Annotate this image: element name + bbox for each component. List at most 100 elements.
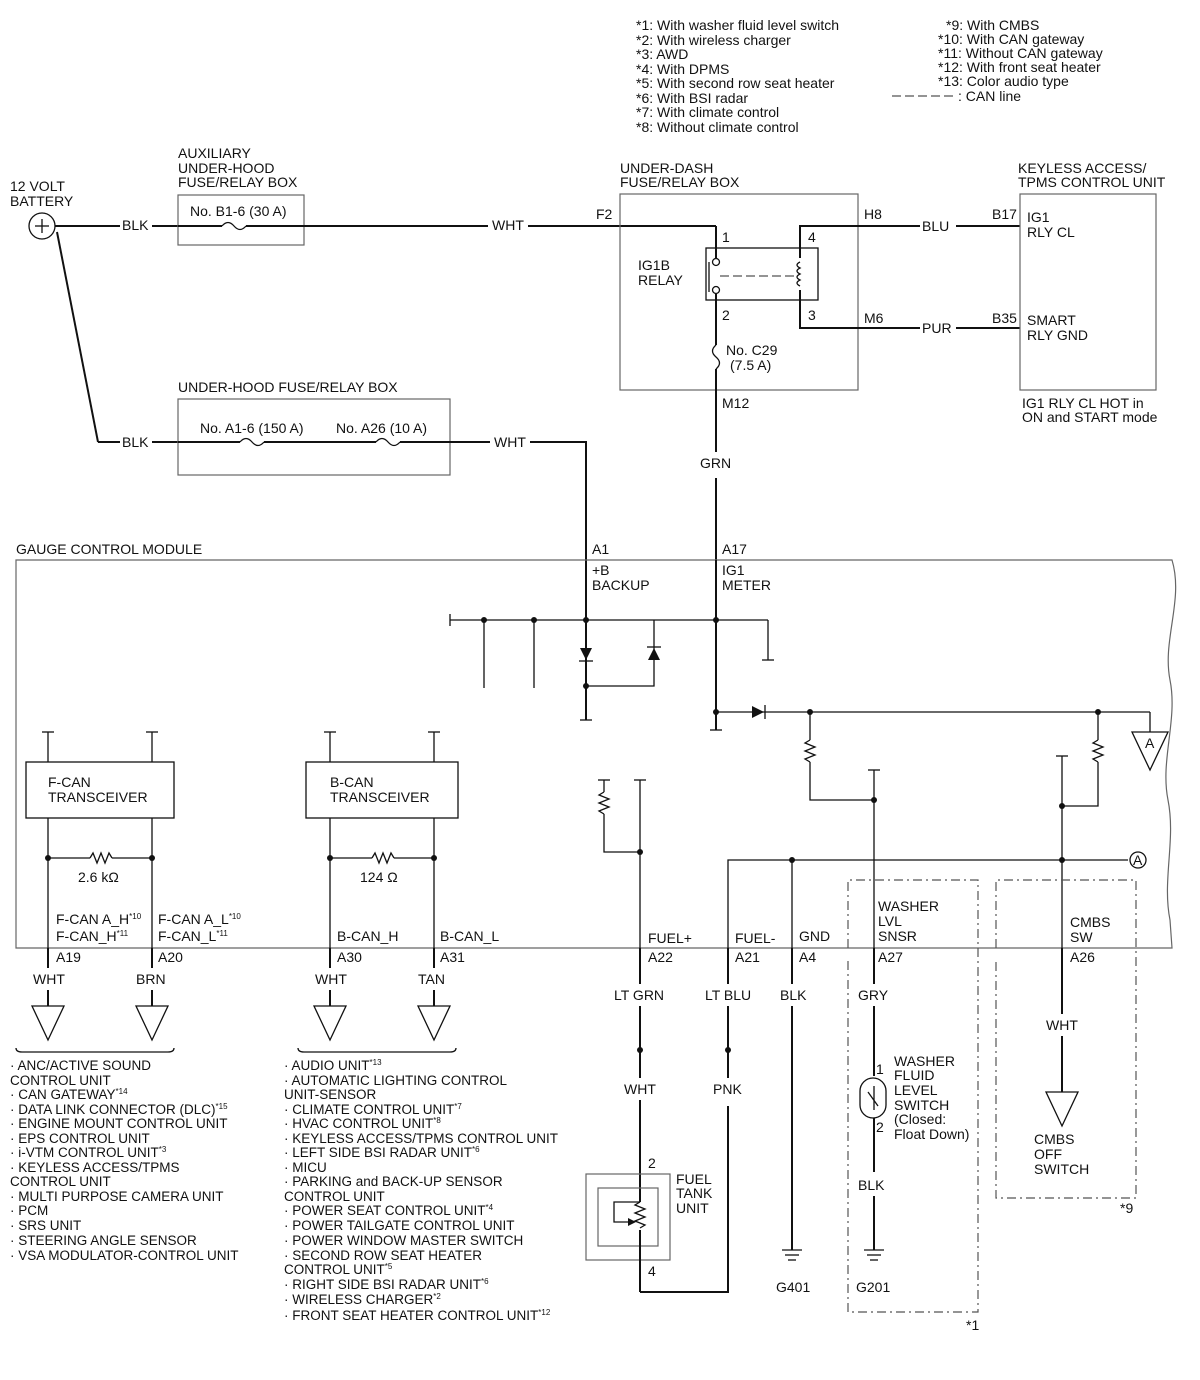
connector-a-label-2: A: [1133, 852, 1143, 868]
wire-color-a21: LT BLU: [705, 987, 751, 1003]
ground-g401: BLK G401: [776, 948, 810, 1295]
g401-label: G401: [776, 1279, 810, 1295]
f-can-l-terminal: [134, 1005, 170, 1042]
wire-color-a20: BRN: [136, 971, 166, 987]
pin-a4: A4: [799, 949, 816, 965]
pin-a27: A27: [878, 949, 903, 965]
connector-a-triangle: [1130, 731, 1170, 772]
cmbs-off-switch: WHT CMBS OFF SWITCH *9: [995, 879, 1137, 1216]
keyless-title-2: TPMS CONTROL UNIT: [1018, 174, 1166, 190]
wire-color-a4: BLK: [780, 987, 807, 1003]
ig1-meter-2: METER: [722, 577, 771, 593]
wire-color-wht-1: WHT: [492, 217, 524, 233]
f-can-device-11: · STEERING ANGLE SENSOR: [10, 1233, 197, 1248]
f-can-device-3: · DATA LINK CONNECTOR (DLC)*15: [10, 1102, 228, 1117]
b-backup-2: BACKUP: [592, 577, 650, 593]
legend-note-7: *7: With climate control: [636, 104, 779, 120]
b-can-device-4: · HVAC CONTROL UNIT*8: [284, 1116, 441, 1131]
fuel-tank-inner: [597, 1187, 659, 1247]
wire-color-blk-1: BLK: [122, 217, 149, 233]
f-can-transceiver-box: [25, 761, 175, 819]
fuse-c29-label-1: No. C29: [726, 342, 778, 358]
washer-pin-1: 1: [876, 1061, 884, 1077]
b-can-l-terminal: [416, 1005, 452, 1042]
f-can-device-2: · CAN GATEWAY*14: [10, 1087, 128, 1102]
diode-backup: [580, 648, 592, 660]
legend-note-6: *6: With BSI radar: [636, 90, 748, 106]
f-can-label-2: TRANSCEIVER: [48, 789, 148, 805]
b-can-device-7: · MICU: [284, 1160, 327, 1175]
legend-note-4: *4: With DPMS: [636, 61, 729, 77]
b-backup-1: +B: [592, 562, 610, 578]
connector-b17: B17: [992, 206, 1017, 222]
washer-switch-label-2: FLUID: [894, 1067, 934, 1083]
b-can-device-11: · POWER WINDOW MASTER SWITCH: [284, 1233, 523, 1248]
fuel-plus: FUEL+: [648, 930, 692, 946]
f-can-device-9: · PCM: [10, 1203, 48, 1218]
washer-lvl-snsr-1: WASHER: [878, 898, 939, 914]
diode-ig1: [648, 648, 660, 660]
uh-box-outline: [177, 398, 451, 476]
legend-note-1: *1: With washer fluid level switch: [636, 17, 839, 33]
b-can-transceiver-box: [305, 761, 459, 819]
aux-box-title-3: FUSE/RELAY BOX: [178, 174, 298, 190]
fuse-a1-6-symbol: [239, 437, 265, 447]
cmbs-switch-label-2: OFF: [1034, 1146, 1062, 1162]
note-1: *1: [966, 1317, 979, 1333]
gcm-pin-names: F-CAN A_H*10 F-CAN_H*11 F-CAN A_L*10 F-C…: [56, 898, 1110, 946]
auxiliary-fuse-box: AUXILIARY UNDER-HOOD FUSE/RELAY BOX No. …: [177, 145, 305, 246]
relay-pin-1: 1: [722, 229, 730, 245]
smart-rly-gnd-2: RLY GND: [1027, 327, 1088, 343]
f-can-resistance: 2.6 kΩ: [78, 869, 119, 885]
wire-color-blu: BLU: [922, 218, 949, 234]
legend-note-10: *10: With CAN gateway: [938, 31, 1084, 47]
fuel-sender-resistor: [633, 1201, 647, 1229]
cmbs-switch-label-1: CMBS: [1034, 1131, 1074, 1147]
can-bus-outputs: WHT BRN WHT TAN: [15, 948, 457, 1053]
washer-switch-label-6: Float Down): [894, 1126, 969, 1142]
connector-a-label-1: A: [1145, 735, 1155, 751]
pin-a30: A30: [337, 949, 362, 965]
washer-switch-label-4: SWITCH: [894, 1097, 949, 1113]
f-can-device-1b: CONTROL UNIT: [10, 1073, 111, 1088]
fuse-a1-6-label: No. A1-6 (150 A): [200, 420, 304, 436]
keyless-note-2: ON and START mode: [1022, 409, 1158, 425]
b-can-terminator-resistor: [371, 851, 395, 865]
ig1-meter-1: IG1: [722, 562, 745, 578]
b-can-device-14: · WIRELESS CHARGER*2: [284, 1292, 441, 1307]
f-can-device-5: · EPS CONTROL UNIT: [10, 1131, 150, 1146]
wire-color-washer-blk: BLK: [858, 1177, 885, 1193]
gnd: GND: [799, 928, 830, 944]
pin-a21: A21: [735, 949, 760, 965]
keyless-title-1: KEYLESS ACCESS/: [1018, 160, 1147, 176]
f-can-a-l: F-CAN A_L*10: [158, 911, 241, 927]
fuel-minus: FUEL-: [735, 930, 776, 946]
f-can-device-12: · VSA MODULATOR-CONTROL UNIT: [10, 1248, 239, 1263]
legend-note-12: *12: With front seat heater: [938, 59, 1101, 75]
note-9: *9: [1120, 1200, 1133, 1216]
keyless-note-1: IG1 RLY CL HOT in: [1022, 395, 1144, 411]
wire-color-grn: GRN: [700, 455, 731, 471]
fuel-pin-4: 4: [648, 1263, 656, 1279]
relay-pin-3: 3: [808, 307, 816, 323]
pin-a31: A31: [440, 949, 465, 965]
wire-color-fuel-wht: WHT: [624, 1081, 656, 1097]
aux-box-title-2: UNDER-HOOD: [178, 160, 274, 176]
f-can-device-8: · MULTI PURPOSE CAMERA UNIT: [10, 1189, 224, 1204]
fuel-tank-label-2: TANK: [676, 1185, 713, 1201]
pin-a22: A22: [648, 949, 673, 965]
f-can-l: F-CAN_L*11: [158, 928, 228, 944]
diode-supply: [752, 706, 764, 718]
fuse-a26-label: No. A26 (10 A): [336, 420, 427, 436]
connector-f2: F2: [596, 206, 613, 222]
fuel-tank-label-3: UNIT: [676, 1200, 709, 1216]
wire-color-blk-2: BLK: [122, 434, 149, 450]
pin-a17: A17: [722, 541, 747, 557]
pin-a26: A26: [1070, 949, 1095, 965]
legend-note-3: *3: AWD: [636, 46, 688, 62]
fuel-pullup-resistor: [597, 791, 611, 815]
keyless-outline: [1019, 193, 1157, 391]
gcm-outline: [15, 559, 1177, 949]
connector-m6: M6: [864, 310, 884, 326]
